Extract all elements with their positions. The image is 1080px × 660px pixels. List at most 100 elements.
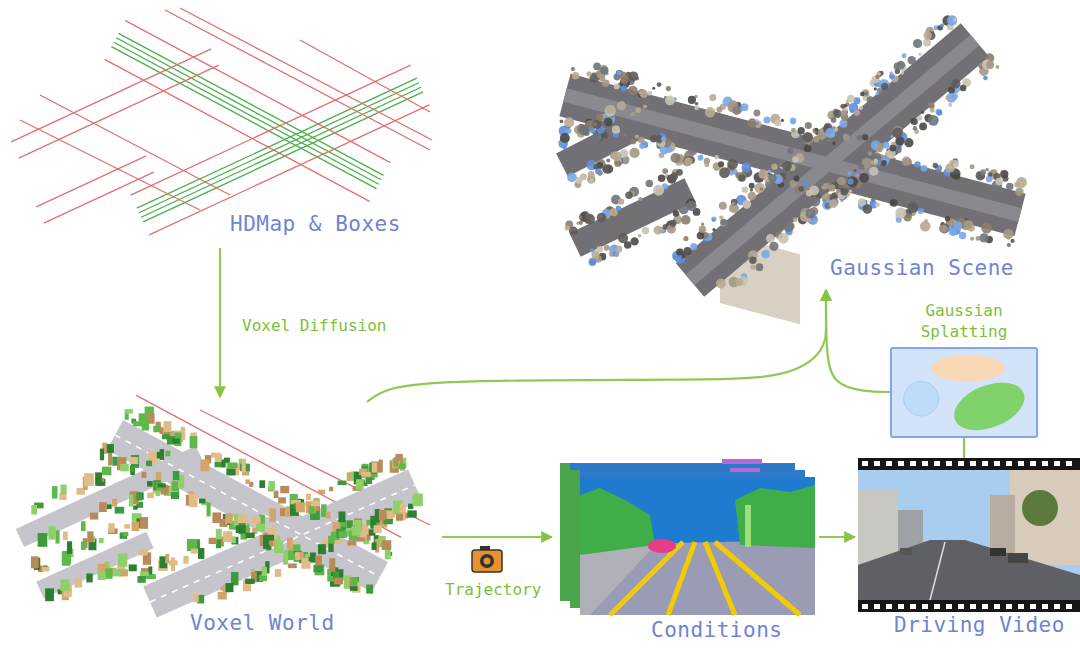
gaussian-splat [833,110,841,118]
gaussian-splat [844,104,847,107]
gaussian-splat [593,63,601,71]
camera-lens [480,554,494,568]
voxel [221,586,226,590]
voxel [200,460,209,472]
gaussian-splat [741,103,749,111]
stage-node: Conditions [555,455,817,645]
voxel [280,486,289,493]
gaussian-splat [737,172,747,182]
voxel [361,472,370,476]
voxel [399,463,406,468]
tree-segment [735,485,815,548]
voxel [309,557,314,562]
gaussian-splat [902,53,907,58]
gaussian-splat [602,79,610,87]
gaussian-splat [862,204,872,214]
gaussian-splat [753,109,760,116]
voxel [172,439,179,444]
gaussian-splat [592,120,601,129]
voxel [400,504,406,513]
voxel [81,542,85,550]
voxel [384,519,393,524]
gaussian-splat [831,117,837,123]
voxel [86,573,92,582]
gaussian-scene-drawing [558,15,1027,324]
gaussian-splat [750,264,755,269]
gaussian-splat [652,87,655,90]
gaussian-splat [630,237,638,245]
gaussian-splat [881,83,888,90]
sprocket-hole [1054,461,1060,466]
gaussian-splat [945,216,950,221]
gaussian-splat [566,129,571,134]
voxel [269,508,276,522]
gaussian-splat [697,232,705,240]
voxel [329,558,335,572]
stage-caption: Conditions [651,618,782,643]
voxel [130,465,135,472]
gaussian-splat [602,164,612,174]
gaussian-splat [802,132,813,143]
voxel [125,409,133,413]
voxel [374,525,382,533]
voxel [199,499,205,504]
voxel [278,497,286,503]
voxel [136,492,142,500]
gaussian-splat [917,115,922,120]
gaussian-splat [981,223,992,234]
voxel [338,481,347,486]
voxel [140,572,149,577]
voxel [356,479,364,489]
gaussian-splat [875,75,879,79]
gaussian-splat [671,172,678,179]
gaussian-splat [630,139,636,145]
gaussian-splat [670,153,680,163]
voxel [107,504,112,509]
voxel [371,462,380,473]
voxel [339,531,348,537]
gaussian-splat [996,178,1003,185]
box-heading: Gaussian Splatting [909,301,1019,343]
gaussian-splat [847,95,855,103]
gaussian-splat [699,225,706,232]
gaussian-splat [579,215,583,219]
voxel [262,567,267,576]
gaussian-splat [908,202,919,213]
sprocket-hole [1030,604,1036,609]
gaussian-splat [647,91,652,96]
voxel [245,533,254,538]
gaussian-splat [603,133,609,139]
sprocket-hole [970,604,976,609]
gaussian-splat [902,157,911,166]
voxel [407,510,416,517]
voxel [129,494,133,506]
voxel [129,564,137,571]
photo-building [990,495,1015,555]
voxel [227,469,236,476]
gaussian-splat [854,169,857,172]
sprocket-hole [982,604,988,609]
gaussian-splat [878,79,889,90]
gaussian-splat [889,73,895,79]
voxel [189,493,197,507]
sign-segment [722,459,762,464]
gaussian-splat [818,181,824,187]
sprocket-hole [1018,461,1024,466]
sprocket-hole [982,461,988,466]
flow-arrow [442,536,552,538]
gaussian-splat [658,174,666,182]
voxel [45,588,54,601]
road-edge [180,8,432,140]
gaussian-splat [876,92,880,96]
voxel [225,583,233,592]
voxel [99,538,104,543]
camera-icon [472,546,502,572]
lane-segment [668,542,695,615]
voxel [382,540,392,550]
voxel [112,499,117,507]
gaussian-splat [621,86,627,92]
gaussian-splat [935,109,942,116]
lane-line [141,87,421,217]
gaussian-splat [709,94,716,101]
photo-tree [1022,490,1058,526]
